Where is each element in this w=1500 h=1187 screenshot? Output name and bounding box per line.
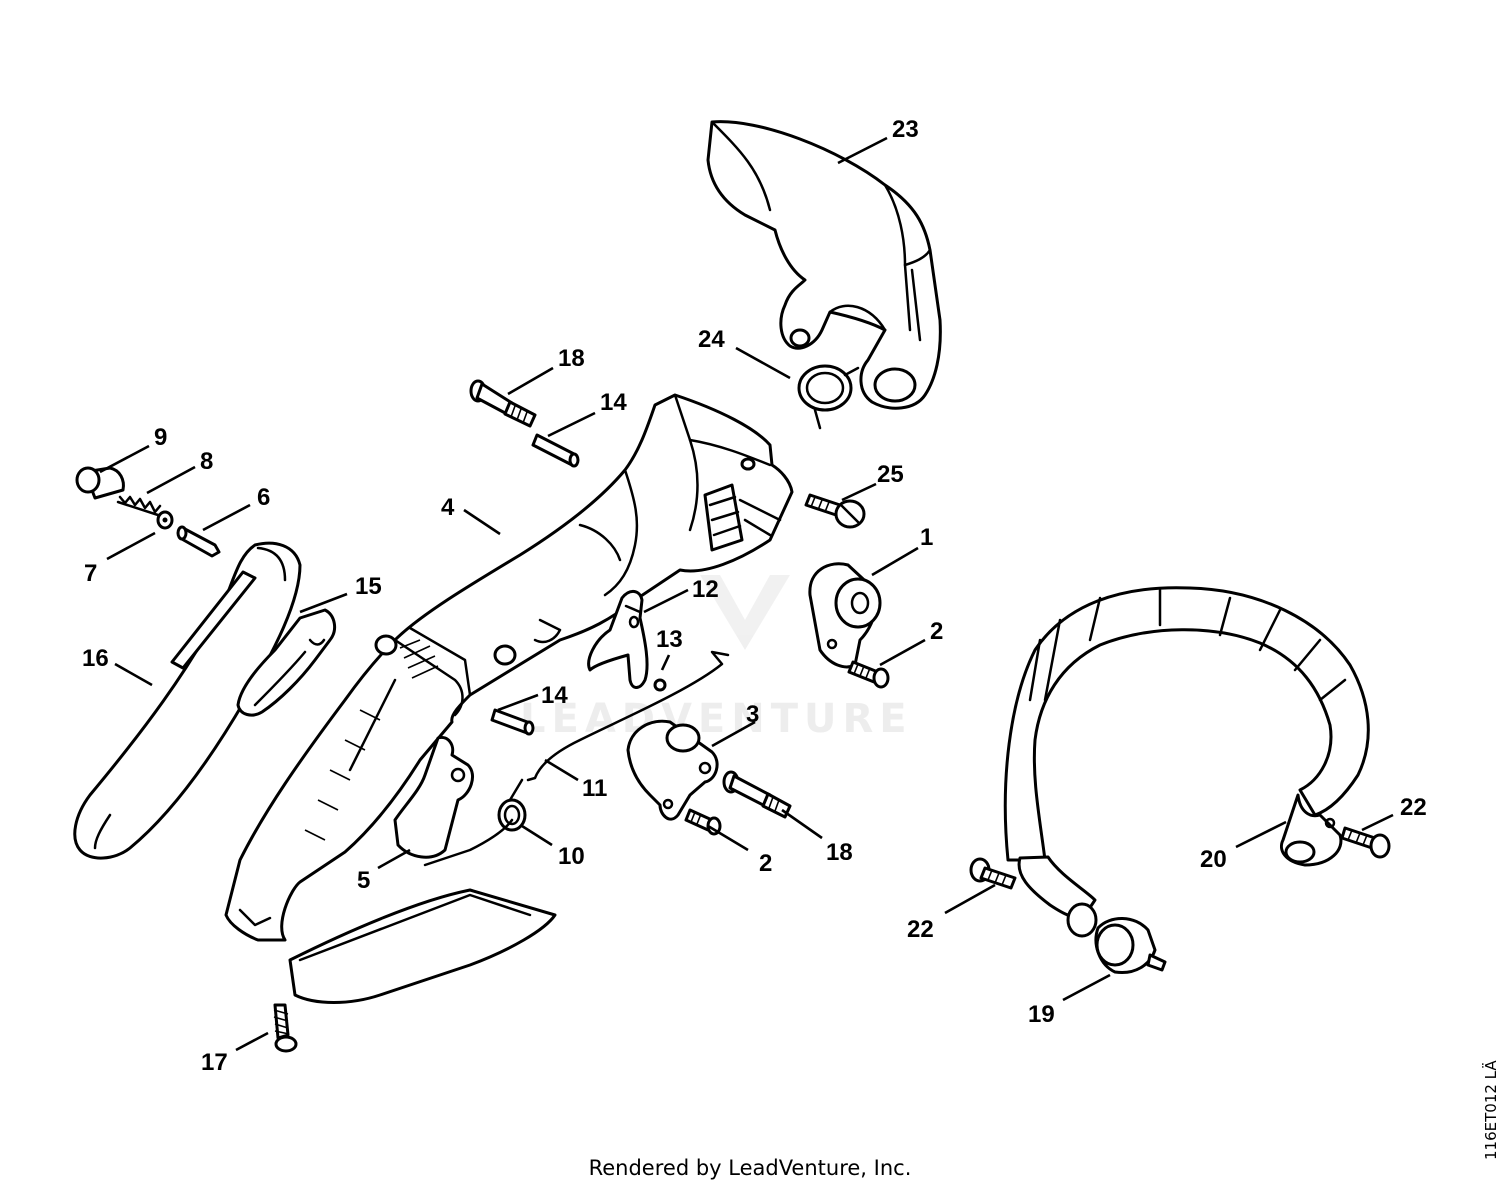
callout-12: 12 xyxy=(692,576,719,603)
part-25-screw[interactable] xyxy=(804,493,866,529)
callout-18-lower: 18 xyxy=(826,839,853,866)
callout-9: 9 xyxy=(154,424,167,451)
callout-18-upper: 18 xyxy=(558,345,585,372)
drawing-code: 116ET012 LÄ xyxy=(1481,1060,1500,1160)
part-15-lockout[interactable] xyxy=(236,608,337,717)
callout-25: 25 xyxy=(877,461,904,488)
callout-labels: 23 24 18 14 9 8 6 7 4 25 1 15 12 13 2 16… xyxy=(82,116,1427,1076)
part-23-hand-guard[interactable] xyxy=(706,120,942,410)
part-6-pin[interactable] xyxy=(176,525,221,558)
leader-lines xyxy=(99,136,1394,1052)
callout-22-left: 22 xyxy=(907,916,934,943)
callout-3: 3 xyxy=(746,701,759,728)
part-24-spring[interactable] xyxy=(797,364,860,430)
callout-6: 6 xyxy=(257,484,270,511)
callout-16: 16 xyxy=(82,645,109,672)
part-16-grip[interactable] xyxy=(73,541,302,860)
callout-24: 24 xyxy=(698,326,725,353)
part-14-pin-upper[interactable] xyxy=(531,433,580,468)
part-14-pin-lower[interactable] xyxy=(490,708,535,736)
callout-20: 20 xyxy=(1200,846,1227,873)
callout-2-lower: 2 xyxy=(759,850,772,877)
part-13-pin[interactable] xyxy=(653,678,667,692)
part-11-rod[interactable] xyxy=(526,650,730,782)
callout-22-right: 22 xyxy=(1400,794,1427,821)
callout-15: 15 xyxy=(355,573,382,600)
callout-19: 19 xyxy=(1028,1001,1055,1028)
part-12-trigger[interactable] xyxy=(587,590,649,689)
part-2-screw-upper[interactable] xyxy=(847,660,890,689)
callout-8: 8 xyxy=(200,448,213,475)
part-5-lever[interactable] xyxy=(393,735,514,867)
part-4-handle-housing[interactable] xyxy=(224,393,794,942)
callout-4: 4 xyxy=(441,494,455,521)
callout-13: 13 xyxy=(656,626,683,653)
callout-17: 17 xyxy=(201,1049,228,1076)
callout-14-lower: 14 xyxy=(541,682,568,709)
part-1-av-mount[interactable] xyxy=(808,562,882,669)
part-3-bracket[interactable] xyxy=(626,719,719,821)
callout-1: 1 xyxy=(920,524,933,551)
callout-14-upper: 14 xyxy=(600,389,627,416)
callout-7: 7 xyxy=(84,560,97,587)
part-7-washer[interactable] xyxy=(156,510,174,530)
callout-2-upper: 2 xyxy=(930,618,943,645)
part-9-plug[interactable] xyxy=(75,466,125,500)
footer-credit: Rendered by LeadVenture, Inc. xyxy=(589,1156,912,1180)
part-22-screw-right[interactable] xyxy=(1340,826,1391,859)
part-10-spring[interactable] xyxy=(497,778,527,832)
part-17-screw[interactable] xyxy=(273,1003,298,1053)
part-22-screw-left[interactable] xyxy=(969,857,1017,890)
part-8-spring[interactable] xyxy=(116,495,162,517)
callout-11: 11 xyxy=(582,775,607,802)
watermark: LEADVENTURE xyxy=(520,575,913,742)
callout-23: 23 xyxy=(892,116,919,143)
part-18-bolt-lower[interactable] xyxy=(722,770,792,819)
part-handle-base-plate[interactable] xyxy=(288,888,557,1004)
part-20-front-handle[interactable] xyxy=(1003,586,1370,938)
watermark-text: LEADVENTURE xyxy=(520,696,913,742)
part-19-buffer[interactable] xyxy=(1094,917,1167,975)
callout-5: 5 xyxy=(357,867,370,894)
part-18-bolt-upper[interactable] xyxy=(469,379,537,428)
callout-10: 10 xyxy=(558,843,585,870)
